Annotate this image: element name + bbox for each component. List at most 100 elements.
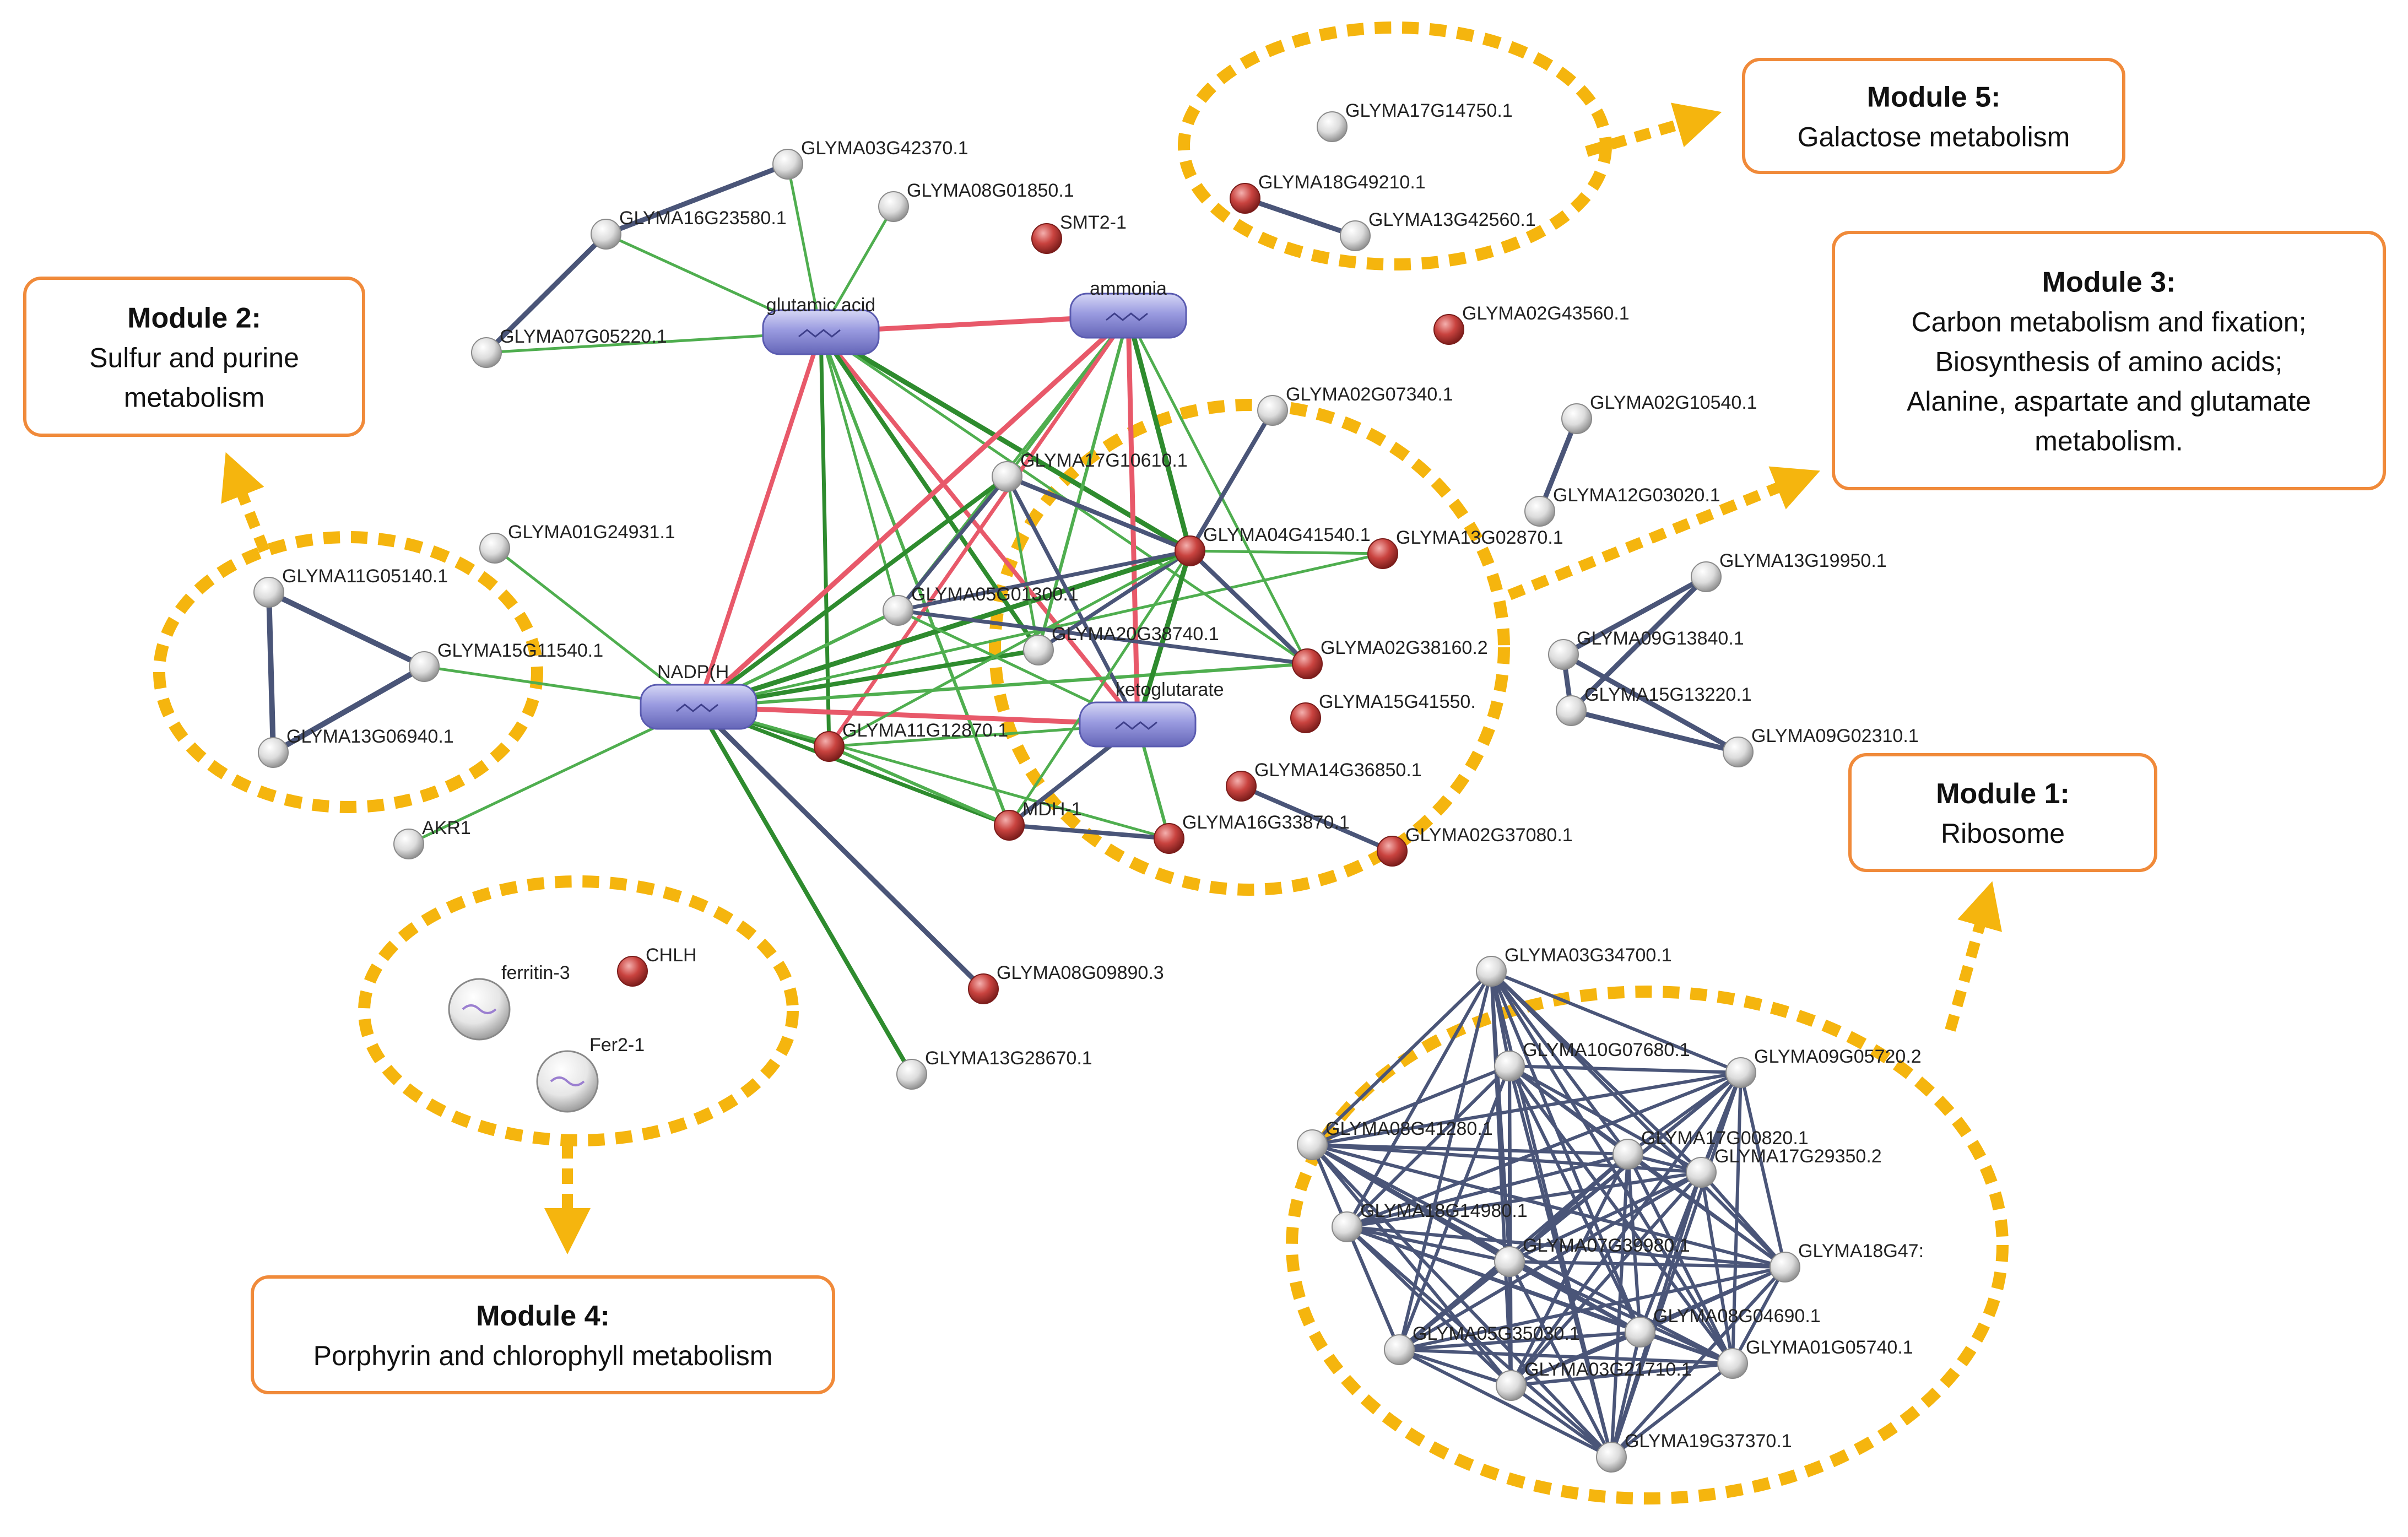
red-node-dot [1230, 183, 1260, 214]
node-ferritin-3[interactable]: ferritin-3 [448, 962, 570, 1041]
edge-17g29350-19g37370 [1610, 1171, 1703, 1459]
module-description-line: metabolism [124, 382, 265, 413]
edge-07g39980-18g47 [1508, 1260, 1787, 1269]
node-chlh[interactable]: CHLH [617, 945, 697, 987]
node-glyma07g05220-1[interactable]: GLYMA07G05220.1 [471, 326, 667, 368]
node-label: GLYMA16G33870.1 [1182, 812, 1350, 833]
node-label: GLYMA04G41540.1 [1203, 524, 1371, 545]
node-label: GLYMA02G07340.1 [1286, 384, 1453, 405]
node-glyma15g13220-1[interactable]: GLYMA15G13220.1 [1556, 684, 1752, 726]
edge-05g35030-08g04690 [1398, 1330, 1642, 1351]
node-label: GLYMA03G42370.1 [801, 138, 968, 159]
node-glyma09g02310-1[interactable]: GLYMA09G02310.1 [1723, 726, 1919, 767]
edge-18g14980-19g37370 [1345, 1225, 1613, 1459]
node-label: GLYMA03G21710.1 [1524, 1359, 1692, 1380]
node-glyma17g00820-1[interactable]: GLYMA17G00820.1 [1612, 1128, 1809, 1170]
node-glyma15g41550[interactable]: GLYMA15G41550. [1290, 691, 1476, 733]
node-glyma12g03020-1[interactable]: GLYMA12G03020.1 [1524, 485, 1720, 527]
module-outlines [153, 21, 2009, 1504]
node-akr1[interactable]: AKR1 [393, 818, 471, 859]
node-glyma03g21710-1[interactable]: GLYMA03G21710.1 [1496, 1359, 1692, 1401]
node-label: GLYMA07G39980.1 [1523, 1235, 1690, 1256]
node-glyma02g10540-1[interactable]: GLYMA02G10540.1 [1561, 392, 1757, 434]
edge-keto-04g41540 [1135, 548, 1193, 727]
node-glyma16g33870-1[interactable]: GLYMA16G33870.1 [1154, 812, 1350, 854]
node-glyma05g01300-1[interactable]: GLYMA05G01300.1 [883, 584, 1079, 626]
node-label: MDH-1 [1022, 799, 1082, 820]
node-glyma18g49210-1[interactable]: GLYMA18G49210.1 [1230, 172, 1426, 214]
node-glyma02g37080-1[interactable]: GLYMA02G37080.1 [1377, 825, 1573, 867]
node-glyma13g02870-1[interactable]: GLYMA13G02870.1 [1367, 527, 1563, 569]
node-glyma04g41540-1[interactable]: GLYMA04G41540.1 [1175, 524, 1371, 566]
edge-17g00820-19g37370 [1610, 1152, 1630, 1459]
node-glyma13g28670-1[interactable]: GLYMA13G28670.1 [896, 1048, 1092, 1090]
edge-10g07680-09g05720 [1508, 1064, 1743, 1074]
node-nadp-h[interactable]: NADP(H [640, 662, 757, 730]
node-glyma03g42370-1[interactable]: GLYMA03G42370.1 [772, 138, 968, 180]
node-glyma08g09890-3[interactable]: GLYMA08G09890.3 [968, 962, 1164, 1004]
node-glyma03g34700-1[interactable]: GLYMA03G34700.1 [1476, 945, 1672, 987]
node-glyma18g14980-1[interactable]: GLYMA18G14980.1 [1332, 1200, 1528, 1242]
gray-node-dot [253, 577, 284, 608]
node-label: GLYMA13G02870.1 [1396, 527, 1563, 548]
node-glyma02g07340-1[interactable]: GLYMA02G07340.1 [1257, 384, 1453, 426]
node-glyma02g43560-1[interactable]: GLYMA02G43560.1 [1433, 303, 1630, 345]
node-glyma13g42560-1[interactable]: GLYMA13G42560.1 [1340, 209, 1536, 251]
node-glyma17g10610-1[interactable]: GLYMA17G10610.1 [992, 450, 1188, 492]
node-glyma01g05740-1[interactable]: GLYMA01G05740.1 [1717, 1337, 1913, 1379]
node-smt2-1[interactable]: SMT2-1 [1031, 212, 1127, 254]
node-glyma09g13840-1[interactable]: GLYMA09G13840.1 [1548, 628, 1744, 670]
node-glyma18g47[interactable]: GLYMA18G47: [1770, 1241, 1924, 1282]
node-glyma07g39980-1[interactable]: GLYMA07G39980.1 [1494, 1235, 1690, 1277]
module-4-outline [358, 875, 799, 1146]
node-glyma16g23580-1[interactable]: GLYMA16G23580.1 [591, 208, 787, 250]
node-label: GLYMA05G35030.1 [1413, 1323, 1580, 1344]
node-glyma13g06940-1[interactable]: GLYMA13G06940.1 [258, 726, 454, 768]
red-node-dot [1226, 771, 1257, 802]
node-glyma15g11540-1[interactable]: GLYMA15G11540.1 [409, 640, 603, 682]
node-glyma20g38740-1[interactable]: GLYMA20G38740.1 [1023, 624, 1219, 665]
node-mdh-1[interactable]: MDH-1 [994, 799, 1082, 841]
node-glyma14g36850-1[interactable]: GLYMA14G36850.1 [1226, 760, 1422, 802]
node-glyma05g35030-1[interactable]: GLYMA05G35030.1 [1384, 1323, 1580, 1365]
node-label: GLYMA13G28670.1 [925, 1048, 1092, 1069]
edge-glu-20g38740 [819, 330, 1041, 652]
edge-03g21710-19g37370 [1509, 1384, 1613, 1459]
gray-node-dot [1494, 1051, 1525, 1081]
node-label: GLYMA09G13840.1 [1577, 628, 1744, 649]
node-glyma17g14750-1[interactable]: GLYMA17G14750.1 [1317, 100, 1513, 142]
node-glyma01g24931-1[interactable]: GLYMA01G24931.1 [479, 522, 675, 564]
node-glyma11g12870-1[interactable]: GLYMA11G12870.1 [814, 720, 1008, 762]
node-label: GLYMA07G05220.1 [500, 326, 667, 347]
node-glyma19g37370-1[interactable]: GLYMA19G37370.1 [1596, 1431, 1792, 1473]
node-label: ammonia [1090, 278, 1167, 299]
node-fer2-1[interactable]: Fer2-1 [536, 1035, 645, 1113]
edge-17g29350-18g47 [1700, 1171, 1787, 1269]
module-2-arrow [221, 452, 270, 553]
node-ketoglutarate[interactable]: ketoglutarate [1079, 679, 1224, 748]
node-glyma10g07680-1[interactable]: GLYMA10G07680.1 [1494, 1040, 1690, 1081]
gray-node-dot [992, 461, 1022, 492]
edge-02g10540-12g03020 [1537, 416, 1579, 514]
gray-node-dot [479, 533, 510, 564]
edge-nadp-04g41540 [696, 548, 1193, 710]
node-label: GLYMA09G05720.2 [1754, 1046, 1922, 1067]
node-glyma11g05140-1[interactable]: GLYMA11G05140.1 [253, 566, 448, 608]
node-ammonia[interactable]: ammonia [1069, 278, 1187, 339]
gray-node-dot [1596, 1442, 1627, 1473]
gray-node-dot [1691, 561, 1722, 592]
node-glyma08g41280-1[interactable]: GLYMA08G41280.1 [1297, 1118, 1493, 1160]
node-label: GLYMA03G34700.1 [1505, 945, 1672, 966]
node-glyma08g04690-1[interactable]: GLYMA08G04690.1 [1625, 1306, 1821, 1347]
edge-nadp-08g09890 [696, 704, 986, 992]
node-glyma09g05720-2[interactable]: GLYMA09G05720.2 [1725, 1046, 1922, 1088]
module-5-arrow [1585, 102, 1722, 157]
node-glyma02g38160-2[interactable]: GLYMA02G38160.2 [1292, 637, 1488, 679]
node-glyma08g01850-1[interactable]: GLYMA08G01850.1 [878, 180, 1074, 222]
node-glutamic-acid[interactable]: glutamic acid [762, 295, 880, 355]
edge-18g47-01g05740 [1731, 1265, 1787, 1365]
node-glyma13g19950-1[interactable]: GLYMA13G19950.1 [1691, 550, 1887, 592]
node-glyma17g29350-2[interactable]: GLYMA17G29350.2 [1686, 1146, 1882, 1188]
protein-structure-icon [550, 1076, 585, 1086]
node-label: AKR1 [422, 818, 471, 838]
